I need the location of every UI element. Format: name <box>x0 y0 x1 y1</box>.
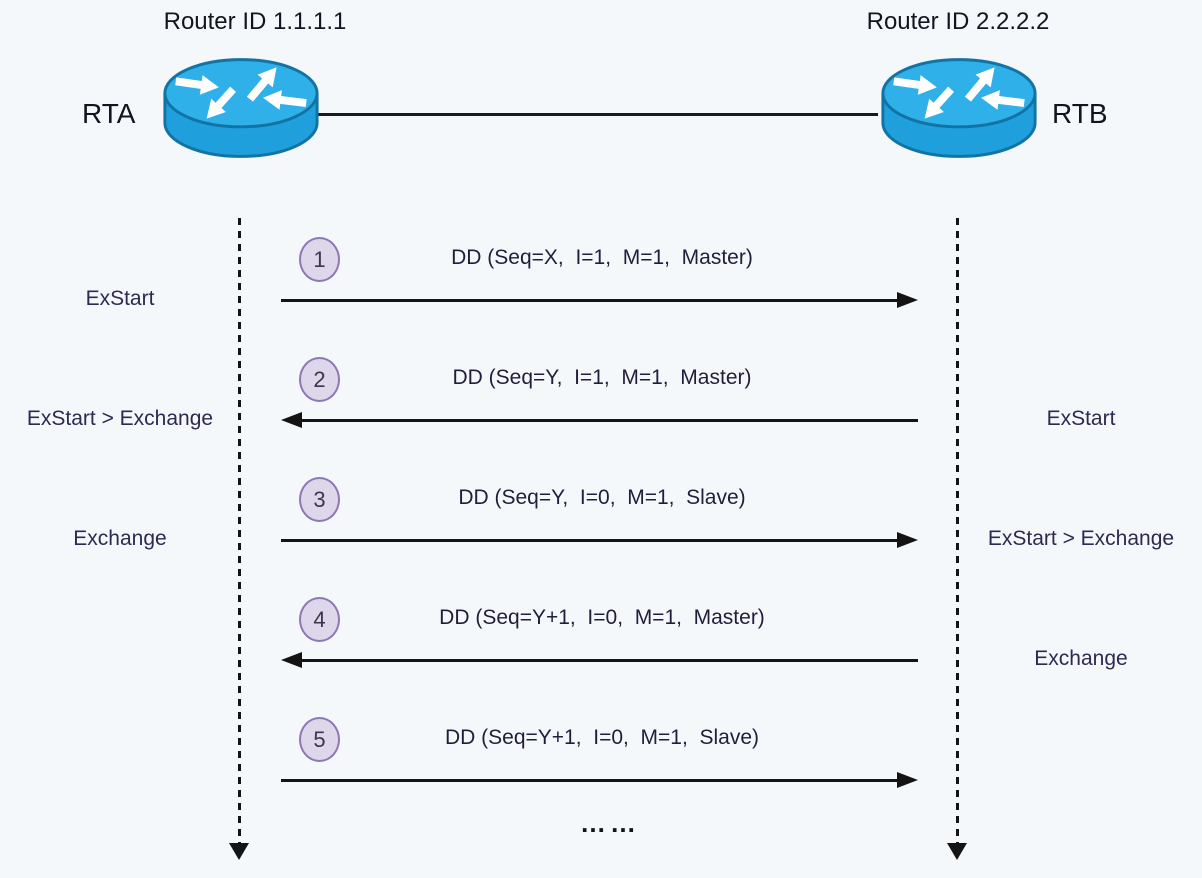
lifeline-rtb-arrowhead <box>947 843 967 860</box>
router-left-id-label: Router ID 1.1.1.1 <box>163 8 347 35</box>
router-icon <box>163 58 319 158</box>
router-right-id-label: Router ID 2.2.2.2 <box>866 8 1050 35</box>
message-label-1: DD (Seq=X, I=1, M=1, Master) <box>451 246 753 269</box>
lifeline-rta-arrowhead <box>229 843 249 860</box>
state-label-rta-exstart: ExStart <box>85 287 155 310</box>
lifeline-rtb <box>956 218 959 843</box>
arrow-head-icon <box>281 652 302 668</box>
message-label-3: DD (Seq=Y, I=0, M=1, Slave) <box>458 486 746 509</box>
arrow-head-icon <box>281 412 302 428</box>
message-arrow-right-3 <box>281 532 918 549</box>
router-left-name-label: RTA <box>82 98 136 129</box>
arrow-shaft <box>281 299 902 302</box>
arrow-head-icon <box>897 772 918 788</box>
router-link-line <box>318 113 878 116</box>
router-icon <box>881 58 1037 158</box>
message-arrow-left-4 <box>281 652 918 669</box>
router-right-name-label: RTB <box>1052 98 1108 129</box>
arrow-head-icon <box>897 532 918 548</box>
step-badge-5: 5 <box>299 717 340 762</box>
state-label-rtb-exchange: Exchange <box>1034 647 1128 670</box>
state-label-rtb-exstart-to-exchange: ExStart > Exchange <box>987 527 1175 550</box>
state-label-rtb-exstart: ExStart <box>1046 407 1116 430</box>
lifeline-rta <box>238 218 241 843</box>
continuation-ellipsis: …… <box>580 808 640 838</box>
state-label-rta-exchange: Exchange <box>73 527 167 550</box>
message-arrow-left-2 <box>281 412 918 429</box>
step-badge-3: 3 <box>299 477 340 522</box>
arrow-shaft <box>281 539 902 542</box>
message-label-5: DD (Seq=Y+1, I=0, M=1, Slave) <box>445 726 759 749</box>
arrow-shaft <box>281 779 902 782</box>
step-badge-1: 1 <box>299 237 340 282</box>
step-badge-2: 2 <box>299 357 340 402</box>
arrow-head-icon <box>897 292 918 308</box>
arrow-shaft <box>297 419 918 422</box>
arrow-shaft <box>297 659 918 662</box>
message-label-2: DD (Seq=Y, I=1, M=1, Master) <box>452 366 752 389</box>
message-label-4: DD (Seq=Y+1, I=0, M=1, Master) <box>439 606 765 629</box>
message-arrow-right-1 <box>281 292 918 309</box>
step-badge-4: 4 <box>299 597 340 642</box>
message-arrow-right-5 <box>281 772 918 789</box>
state-label-rta-exstart-to-exchange: ExStart > Exchange <box>26 407 214 430</box>
